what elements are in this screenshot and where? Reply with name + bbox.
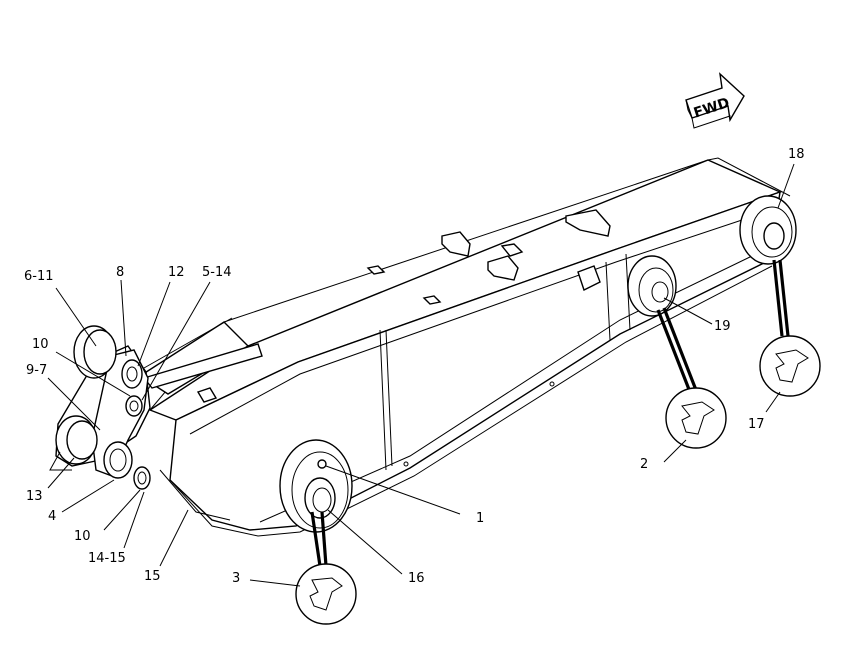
leader-lines bbox=[47, 163, 795, 587]
callout-15: 15 bbox=[144, 569, 161, 584]
top-bore bbox=[739, 195, 797, 265]
detail-bubble-mid bbox=[656, 307, 727, 449]
callout-3: 3 bbox=[232, 571, 240, 586]
callout-13: 13 bbox=[26, 489, 43, 504]
boom-body bbox=[138, 157, 791, 537]
callout-12: 12 bbox=[168, 265, 185, 280]
callout-8: 8 bbox=[116, 265, 124, 280]
callout-labels: 6-11 8 12 5-14 10 9-7 13 4 10 14-15 15 1… bbox=[24, 147, 805, 586]
callout-1: 1 bbox=[476, 511, 484, 526]
callout-10-upper: 10 bbox=[32, 337, 49, 352]
callout-16: 16 bbox=[408, 571, 425, 586]
callout-6-11: 6-11 bbox=[24, 269, 54, 284]
callout-10-lower: 10 bbox=[74, 529, 91, 544]
boom-foot-bore bbox=[279, 439, 353, 533]
callout-18: 18 bbox=[788, 147, 805, 162]
callout-2: 2 bbox=[640, 457, 648, 472]
callout-17: 17 bbox=[748, 417, 765, 432]
fwd-arrow: FWD bbox=[685, 72, 745, 129]
detail-bubble-top bbox=[759, 259, 821, 397]
callout-4: 4 bbox=[48, 509, 56, 524]
callout-14-15: 14-15 bbox=[88, 551, 126, 566]
rear-linkage bbox=[49, 325, 151, 490]
callout-19: 19 bbox=[714, 319, 731, 334]
detail-bubble-foot bbox=[295, 511, 357, 625]
callout-5-14: 5-14 bbox=[202, 265, 232, 280]
callout-9-7: 9-7 bbox=[26, 363, 47, 378]
mid-bore bbox=[627, 255, 677, 317]
